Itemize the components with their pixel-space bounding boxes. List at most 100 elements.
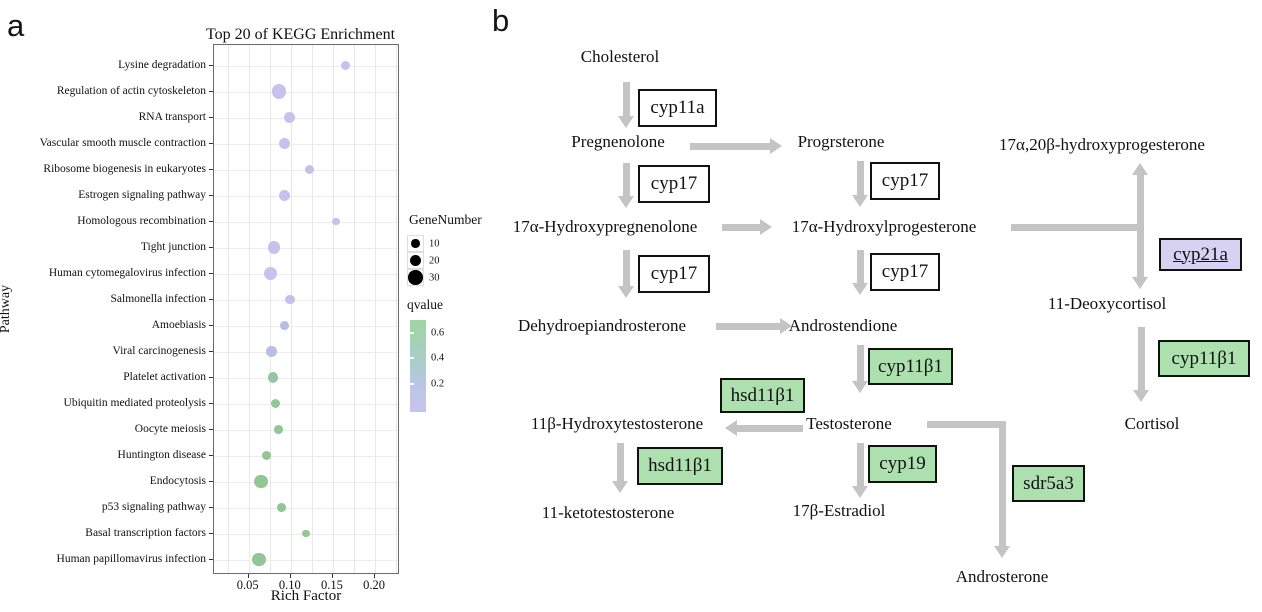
gridline-horizontal: [214, 403, 398, 405]
arrow-head: [852, 381, 868, 393]
pathway-dot: [304, 164, 315, 175]
y-axis-label: Tight junction: [140, 240, 206, 253]
enzyme-box-cyp19: cyp19: [868, 445, 937, 483]
gridline-horizontal: [214, 559, 398, 561]
down-to-androsterone-arrow: [998, 421, 1006, 546]
pathway-dot: [261, 450, 271, 461]
gridline-horizontal: [214, 195, 398, 197]
enzyme-box-hsd11β1: hsd11β1: [720, 378, 805, 413]
y-tick-mark: [209, 376, 213, 378]
gridline-horizontal: [214, 299, 398, 301]
pathway-dot: [279, 190, 291, 201]
enzyme-box-cyp11β1: cyp11β1: [1158, 340, 1250, 377]
enzyme-label: cyp11β1: [878, 355, 943, 377]
y-tick-mark: [209, 350, 213, 352]
metabolite-label: Androsterone: [955, 567, 1049, 586]
gridline-horizontal: [214, 455, 398, 457]
y-tick-mark: [209, 142, 213, 144]
y-axis-label: p53 signaling pathway: [101, 500, 206, 513]
x-tick-mark: [247, 574, 249, 578]
metabolite-label: Pregnenolone: [571, 132, 665, 151]
enzyme-label: cyp17: [650, 263, 698, 284]
enzyme-label: cyp11a: [650, 97, 705, 118]
y-axis-label: Amoebiasis: [151, 318, 206, 331]
qvalue-tick-label: 0.4: [431, 352, 445, 364]
arrow-head: [770, 138, 782, 154]
kegg-plot-area: [213, 44, 399, 574]
enzyme-label: cyp17: [881, 170, 929, 191]
arrow-head: [1132, 277, 1148, 289]
gridline-vertical: [353, 45, 355, 573]
y-tick-mark: [209, 506, 213, 508]
y-axis-label: Endocytosis: [149, 474, 206, 487]
x-tick-label: 0.05: [236, 578, 259, 592]
metabolite-label: 11β-Hydroxytestosterone: [530, 414, 704, 433]
gridline-horizontal: [214, 481, 398, 483]
x-tick-label: 0.15: [320, 578, 343, 592]
gridline-horizontal: [214, 65, 398, 67]
metabolite-label: 17α-Hydroxypregnenolone: [512, 217, 698, 236]
pathway-dot: [267, 241, 281, 254]
enzyme-box-hsd11β1: hsd11β1: [637, 447, 723, 485]
metabolite-label: Progrsterone: [797, 132, 885, 151]
arrow-head: [780, 318, 792, 334]
qvalue-tick-label: 0.2: [431, 378, 445, 390]
pregnenolone-to-progrsterone-arrow: [690, 142, 770, 150]
arrow-head: [1133, 390, 1149, 402]
arrow-head: [618, 116, 634, 128]
arrow-head: [760, 219, 772, 235]
y-axis-label: Human papillomavirus infection: [56, 552, 206, 565]
gridline-horizontal: [214, 325, 398, 327]
x-tick-mark: [374, 574, 375, 578]
legend-size-label: 20: [429, 255, 440, 266]
gridline-vertical: [248, 45, 250, 573]
17ohpregnenolone-to-17ohprogesterone-arrow: [722, 223, 760, 231]
metabolite-label: Androstendione: [788, 316, 898, 335]
pathway-dot: [267, 372, 279, 383]
y-tick-mark: [209, 272, 213, 274]
y-axis-label: Homologous recombination: [77, 214, 206, 227]
gridline-vertical: [227, 45, 229, 573]
pathway-dot: [270, 398, 281, 409]
x-axis-title: Rich Factor: [270, 588, 342, 604]
enzyme-box-cyp17: cyp17: [870, 162, 940, 200]
gridline-horizontal: [214, 351, 398, 353]
qvalue-tick-mark: [410, 382, 414, 385]
y-tick-mark: [209, 90, 213, 92]
gridline-vertical: [290, 45, 292, 573]
y-tick-mark: [209, 428, 213, 430]
y-tick-mark: [209, 298, 213, 300]
testosterone-to-11ohtestosterone-arrow: [737, 424, 803, 432]
cholesterol-to-pregnenolone-arrow: [622, 82, 630, 116]
17ohpregnenolone-to-dhea-arrow: [622, 250, 630, 286]
pregnenolone-to-17ohpregnenolone-arrow: [622, 163, 630, 196]
metabolite-label: Cholesterol: [580, 47, 660, 66]
metabolite-label: Dehydroepiandrosterone: [517, 316, 687, 335]
pathway-dot: [271, 84, 287, 99]
y-axis-label: Huntington disease: [117, 448, 206, 461]
y-axis-label: Regulation of actin cytoskeleton: [56, 84, 206, 97]
arrow-head: [1132, 163, 1148, 175]
pathway-dot: [263, 266, 278, 281]
pathway-dot: [254, 474, 269, 489]
chart-title: Top 20 of KEGG Enrichment: [205, 26, 396, 43]
gridline-horizontal: [214, 273, 398, 275]
y-tick-mark: [209, 454, 213, 456]
y-tick-mark: [209, 220, 213, 222]
metabolite-label: 17α,20β-hydroxyprogesterone: [999, 135, 1205, 154]
y-axis-label: Oocyte meiosis: [134, 422, 206, 435]
arrow-head: [618, 286, 634, 298]
y-tick-mark: [209, 246, 213, 248]
y-axis-label: RNA transport: [138, 110, 206, 123]
enzyme-box-cyp21a: cyp21a: [1159, 238, 1242, 271]
enzyme-label: hsd11β1: [730, 384, 795, 406]
legend-size-bullet: [409, 254, 422, 267]
enzyme-box-cyp11a: cyp11a: [638, 89, 717, 127]
gridline-vertical: [269, 45, 271, 573]
testosterone-right-line-arrow: [927, 420, 1006, 428]
enzyme-label: cyp21a: [1173, 243, 1228, 265]
enzyme-label: sdr5a3: [1023, 472, 1074, 494]
enzyme-label: cyp17: [650, 173, 698, 194]
gridline-horizontal: [214, 507, 398, 509]
